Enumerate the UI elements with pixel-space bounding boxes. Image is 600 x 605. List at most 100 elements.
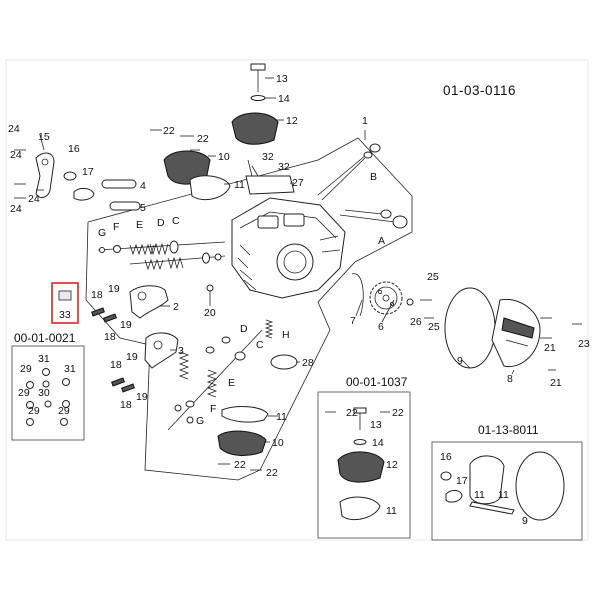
callout-C[interactable]: C <box>256 339 264 351</box>
callout-22[interactable]: 22 <box>163 125 175 137</box>
callout-6[interactable]: 6 <box>378 321 384 333</box>
callout-19[interactable]: 19 <box>136 391 148 403</box>
callout-22[interactable]: 22 <box>266 467 278 479</box>
callout-E[interactable]: E <box>136 219 143 231</box>
callout-11[interactable]: 11 <box>386 505 397 517</box>
spring-h <box>264 319 274 339</box>
callout-31[interactable]: 31 <box>38 353 50 365</box>
callout-C[interactable]: C <box>172 215 180 227</box>
callout-17[interactable]: 17 <box>82 166 94 178</box>
callout-23[interactable]: 23 <box>578 338 590 350</box>
valve-caps-lower <box>217 406 269 471</box>
callout-32[interactable]: 32 <box>262 151 274 163</box>
callout-16[interactable]: 16 <box>440 451 452 463</box>
kit-gasket-box <box>431 441 583 541</box>
callout-D[interactable]: D <box>157 217 165 229</box>
callout-14[interactable]: 14 <box>372 437 384 449</box>
callout-21[interactable]: 21 <box>550 377 562 389</box>
assembly-outline <box>85 137 413 481</box>
callout-A[interactable]: A <box>378 235 385 247</box>
callout-22[interactable]: 22 <box>234 459 246 471</box>
kit-cap-parts <box>325 407 390 521</box>
kit-cap-box <box>317 391 411 539</box>
callout-18[interactable]: 18 <box>120 399 132 411</box>
callout-11[interactable]: 11 <box>276 411 287 423</box>
callout-13[interactable]: 13 <box>276 73 288 85</box>
callout-22[interactable]: 22 <box>346 407 358 419</box>
callout-18[interactable]: 18 <box>110 359 122 371</box>
callout-25[interactable]: 25 <box>428 321 440 333</box>
valve-spring-row-lower <box>167 329 263 431</box>
callout-28[interactable]: 28 <box>302 357 314 369</box>
callout-G[interactable]: G <box>98 227 106 239</box>
callout-26[interactable]: 26 <box>410 316 422 328</box>
leader-lines <box>39 77 515 443</box>
cylinder-head <box>231 197 346 299</box>
callout-B[interactable]: B <box>370 171 377 183</box>
callout-1[interactable]: 1 <box>362 115 368 127</box>
kit-left-parts <box>26 368 70 426</box>
callout-24[interactable]: 24 <box>8 123 20 135</box>
highlighted-part-33[interactable] <box>51 282 79 324</box>
kit-code-cap: 00-01-1037 <box>346 375 408 389</box>
callout-10[interactable]: 10 <box>272 437 284 449</box>
callout-5[interactable]: 5 <box>140 202 146 214</box>
callout-H[interactable]: H <box>282 329 290 341</box>
side-cover <box>444 287 582 371</box>
callout-15[interactable]: 15 <box>38 131 50 143</box>
callout-3[interactable]: 3 <box>178 345 184 357</box>
callout-2[interactable]: 2 <box>173 301 179 313</box>
callout-24[interactable]: 24 <box>28 193 40 205</box>
callout-29[interactable]: 29 <box>58 405 70 417</box>
callout-32[interactable]: 32 <box>278 161 290 173</box>
callout-12[interactable]: 12 <box>286 115 298 127</box>
callout-19[interactable]: 19 <box>120 319 132 331</box>
callout-18[interactable]: 18 <box>104 331 116 343</box>
callout-18[interactable]: 18 <box>91 289 103 301</box>
callout-30[interactable]: 30 <box>38 387 50 399</box>
callout-D[interactable]: D <box>240 323 248 335</box>
callout-F[interactable]: F <box>210 403 216 415</box>
callout-labels: 13 14 12 22 22 10 32 32 1 27 11 B A 24 1… <box>8 73 590 527</box>
callout-22[interactable]: 22 <box>392 407 404 419</box>
kit-code-left: 00-01-0021 <box>14 331 76 345</box>
callout-25[interactable]: 25 <box>427 271 439 283</box>
callout-31[interactable]: 31 <box>64 363 76 375</box>
kit-left-box <box>11 345 85 441</box>
callout-10[interactable]: 10 <box>218 151 230 163</box>
callout-19[interactable]: 19 <box>108 283 120 295</box>
rocker-arms <box>91 284 214 393</box>
callout-17[interactable]: 17 <box>456 475 468 487</box>
callout-11[interactable]: 11 <box>234 179 245 191</box>
callout-F[interactable]: F <box>113 221 119 233</box>
callout-19[interactable]: 19 <box>126 351 138 363</box>
callout-G[interactable]: G <box>196 415 204 427</box>
callout-29[interactable]: 29 <box>28 405 40 417</box>
callout-20[interactable]: 20 <box>204 307 216 319</box>
callout-16[interactable]: 16 <box>68 143 80 155</box>
valve-parts <box>317 143 408 229</box>
callout-27[interactable]: 27 <box>292 177 304 189</box>
callout-22[interactable]: 22 <box>197 133 209 145</box>
callout-8[interactable]: 8 <box>507 373 513 385</box>
callout-24[interactable]: 24 <box>10 203 22 215</box>
callout-33[interactable]: 33 <box>59 309 71 321</box>
callout-11[interactable]: 11 <box>498 489 509 501</box>
callout-7[interactable]: 7 <box>350 315 356 327</box>
callout-9[interactable]: 9 <box>522 515 528 527</box>
dowel-pins <box>101 179 141 211</box>
callout-11[interactable]: 11 <box>474 489 485 501</box>
callout-13[interactable]: 13 <box>370 419 382 431</box>
callout-14[interactable]: 14 <box>278 93 290 105</box>
valve-spring-row-upper <box>97 240 226 271</box>
callout-9[interactable]: 9 <box>457 355 463 367</box>
callout-21[interactable]: 21 <box>544 342 556 354</box>
cam-sprocket <box>351 273 434 319</box>
callout-4[interactable]: 4 <box>140 180 146 192</box>
callout-29[interactable]: 29 <box>20 363 32 375</box>
callout-29[interactable]: 29 <box>18 387 30 399</box>
callout-24[interactable]: 24 <box>10 149 22 161</box>
callout-12[interactable]: 12 <box>386 459 398 471</box>
callout-E[interactable]: E <box>228 377 235 389</box>
